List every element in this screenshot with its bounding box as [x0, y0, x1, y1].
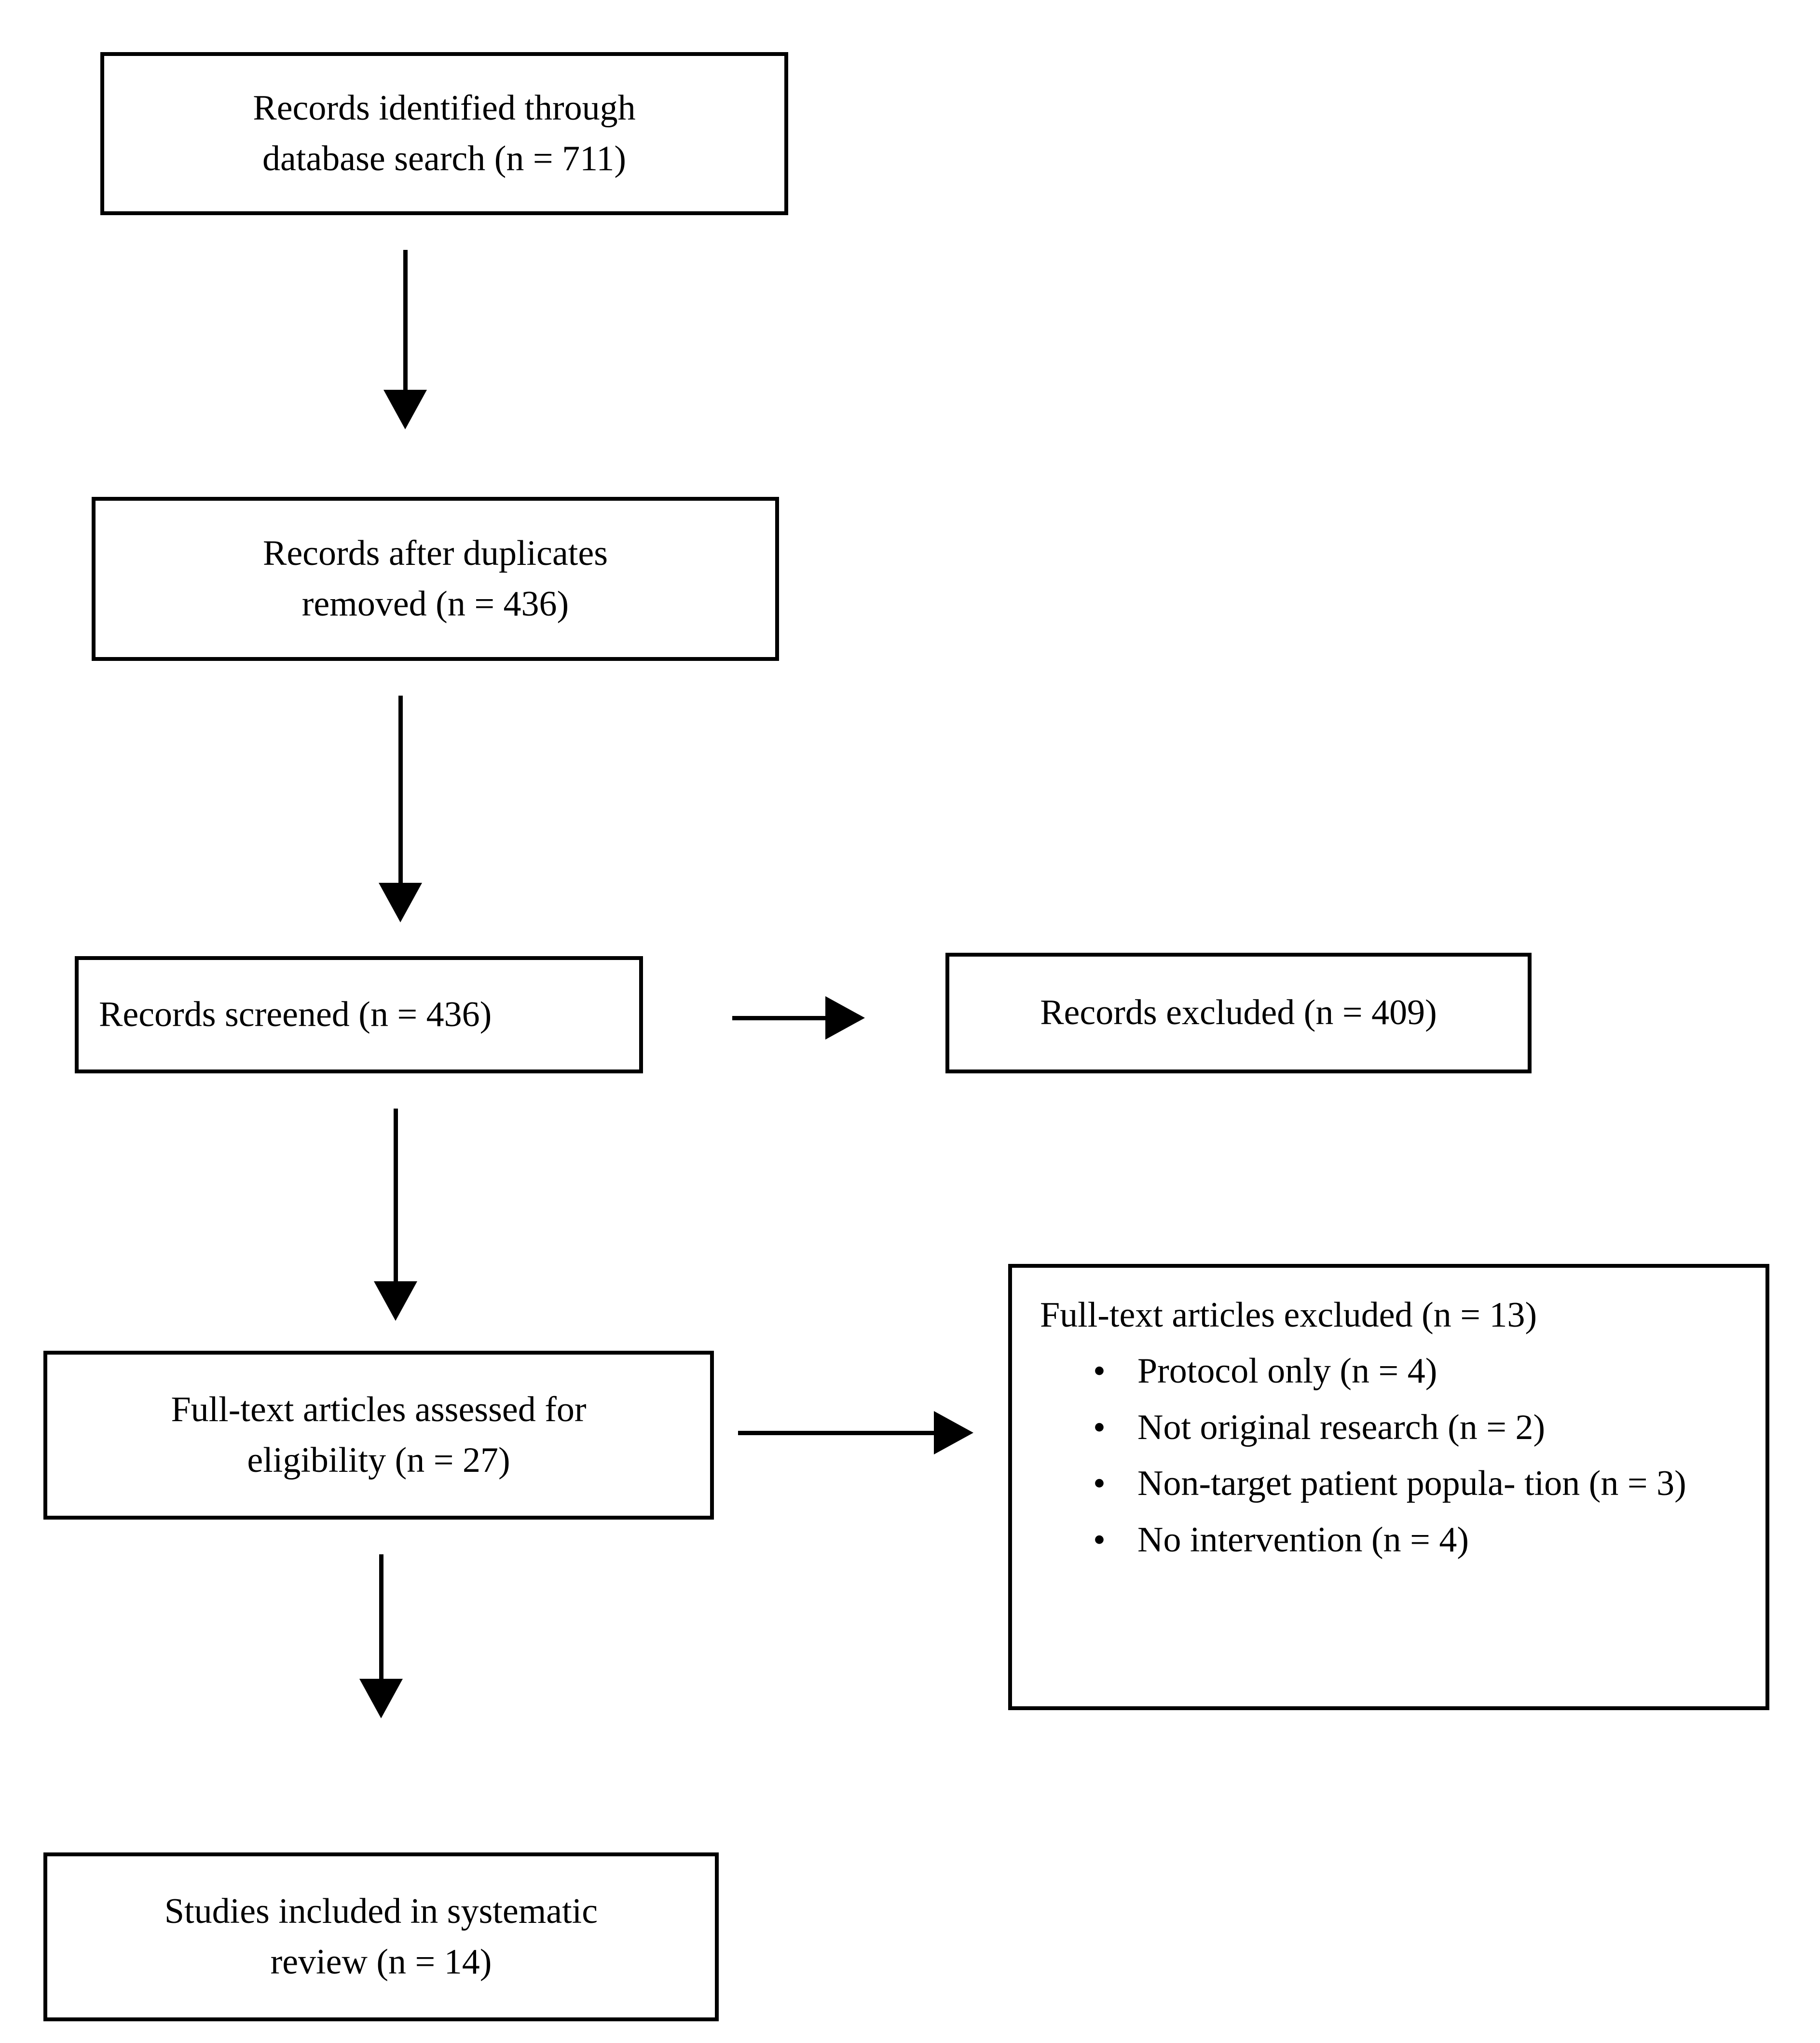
- node-records-excluded: Records excluded (n = 409): [945, 953, 1532, 1073]
- arrow-identified-to-duplicates: [383, 250, 427, 429]
- node-records-identified: Records identified through database sear…: [100, 52, 788, 215]
- list-item: • Non-target patient popula- tion (n = 3…: [1093, 1458, 1751, 1509]
- node-studies-included-label: Studies included in systematic review (n…: [164, 1891, 598, 1982]
- arrow-shaft: [379, 1554, 383, 1679]
- node-records-after-duplicates-removed-label: Records after duplicates removed (n = 43…: [262, 533, 608, 624]
- arrow-shaft: [738, 1431, 934, 1435]
- arrow-shaft: [394, 1109, 398, 1281]
- node-studies-included: Studies included in systematic review (n…: [43, 1852, 719, 2021]
- node-fulltext-assessed: Full-text articles assessed for eligibil…: [43, 1351, 714, 1520]
- node-records-after-duplicates-removed: Records after duplicates removed (n = 43…: [92, 497, 779, 661]
- node-records-excluded-label: Records excluded (n = 409): [1040, 993, 1437, 1033]
- arrow-screened-to-records-excluded: [732, 996, 865, 1040]
- bullet-icon: •: [1093, 1407, 1106, 1447]
- arrow-screened-to-fulltext-assessed: [374, 1109, 417, 1321]
- exclusion-reason-label: No intervention (n = 4): [1137, 1520, 1469, 1560]
- node-records-identified-label: Records identified through database sear…: [253, 88, 636, 178]
- arrow-head-right-icon: [825, 996, 865, 1040]
- node-fulltext-assessed-label: Full-text articles assessed for eligibil…: [171, 1389, 587, 1480]
- list-item: • Not original research (n = 2): [1093, 1402, 1751, 1453]
- node-records-screened-label: Records screened (n = 436): [99, 994, 492, 1034]
- arrow-duplicates-to-screened: [379, 696, 422, 922]
- exclusion-reasons-list: • Protocol only (n = 4) • Not original r…: [1032, 1345, 1751, 1565]
- arrow-head-down-icon: [374, 1281, 417, 1321]
- arrow-head-down-icon: [379, 883, 422, 922]
- exclusion-reason-label: Non-target patient popula- tion (n = 3): [1137, 1464, 1686, 1504]
- list-item: • Protocol only (n = 4): [1093, 1345, 1751, 1397]
- arrow-head-right-icon: [934, 1411, 973, 1454]
- node-records-screened: Records screened (n = 436): [75, 956, 643, 1073]
- bullet-icon: •: [1093, 1351, 1106, 1391]
- arrow-shaft: [398, 696, 403, 883]
- list-item: • No intervention (n = 4): [1093, 1514, 1751, 1566]
- arrow-fulltext-assessed-to-fulltext-excluded: [738, 1411, 973, 1454]
- arrow-head-down-icon: [359, 1679, 403, 1718]
- node-fulltext-excluded: Full-text articles excluded (n = 13) • P…: [1008, 1264, 1769, 1710]
- arrow-shaft: [732, 1016, 825, 1020]
- node-fulltext-excluded-title: Full-text articles excluded (n = 13): [1040, 1295, 1537, 1335]
- bullet-icon: •: [1093, 1464, 1106, 1504]
- exclusion-reason-label: Protocol only (n = 4): [1137, 1351, 1437, 1391]
- arrow-fulltext-assessed-to-included: [359, 1554, 403, 1718]
- arrow-shaft: [403, 250, 408, 390]
- exclusion-reason-label: Not original research (n = 2): [1137, 1407, 1546, 1447]
- arrow-head-down-icon: [383, 390, 427, 429]
- bullet-icon: •: [1093, 1520, 1106, 1560]
